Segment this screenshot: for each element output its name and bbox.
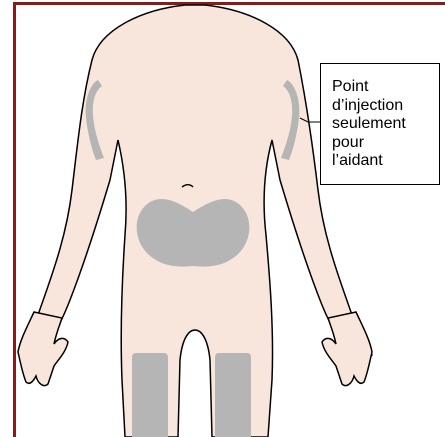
right-hand xyxy=(322,312,372,386)
callout-text: Point d’injection seulement pour l’aidan… xyxy=(332,78,433,171)
left-hand xyxy=(18,312,68,386)
injection-zone-thigh-left xyxy=(132,353,168,437)
injection-zone-thigh-right xyxy=(215,353,251,437)
callout-box: Point d’injection seulement pour l’aidan… xyxy=(320,63,440,185)
